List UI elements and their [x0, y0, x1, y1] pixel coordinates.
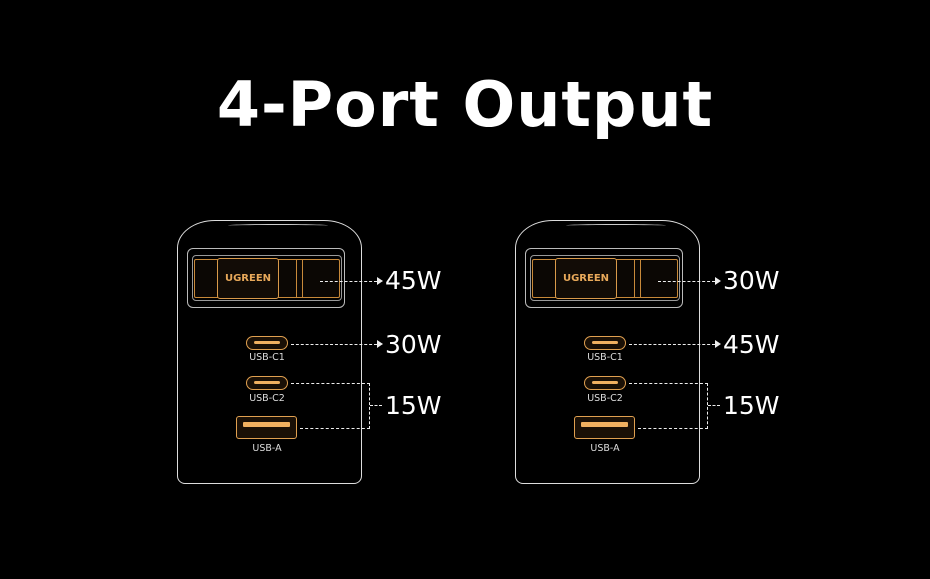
cable-slot-inner — [192, 255, 342, 301]
dotted-line-a — [300, 428, 370, 429]
cable-segment — [615, 259, 635, 298]
usb-c1-label: USB-C1 — [587, 352, 623, 363]
dotted-bracket — [707, 383, 708, 429]
cable-slot — [525, 248, 683, 308]
dotted-line-shared — [370, 405, 382, 406]
usb-c2-port — [584, 376, 626, 390]
cable-segment — [302, 259, 303, 298]
usb-c1-label: USB-C1 — [249, 352, 285, 363]
dotted-bracket — [369, 383, 370, 429]
cable-segment — [277, 259, 297, 298]
dotted-line-c2 — [629, 383, 708, 384]
dotted-line-c1 — [291, 344, 377, 345]
charger-top-edge — [566, 224, 666, 227]
usb-a-label: USB-A — [252, 443, 282, 454]
brand-plug: UGREEN — [217, 258, 279, 299]
arrow-icon — [377, 340, 383, 348]
cable-watt-label: 45W — [385, 266, 442, 295]
usb-c2-label: USB-C2 — [249, 393, 285, 404]
page-title: 4-Port Output — [216, 68, 714, 141]
cable-segment — [640, 259, 641, 298]
usb-a-port — [236, 416, 297, 439]
cable-slot-inner — [530, 255, 680, 301]
charger-top-edge — [228, 224, 328, 227]
dotted-line-c2 — [291, 383, 370, 384]
cable-slot — [187, 248, 345, 308]
usb-c1-port — [584, 336, 626, 350]
c1-watt-label: 30W — [385, 330, 442, 359]
dotted-line-cable — [658, 281, 715, 282]
dotted-line-a — [638, 428, 708, 429]
charger-diagram-right: UGREEN 30W USB-C1 45W USB-C2 USB-A 15W — [508, 215, 808, 490]
usb-c2-port — [246, 376, 288, 390]
charger-body — [177, 220, 362, 484]
shared-watt-label: 15W — [723, 391, 780, 420]
usb-a-label: USB-A — [590, 443, 620, 454]
arrow-icon — [715, 277, 721, 285]
c1-watt-label: 45W — [723, 330, 780, 359]
brand-plug: UGREEN — [555, 258, 617, 299]
cable-watt-label: 30W — [723, 266, 780, 295]
dotted-line-shared — [708, 405, 720, 406]
charger-diagram-left: UGREEN 45W USB-C1 30W USB-C2 USB-A 15W — [170, 215, 470, 490]
shared-watt-label: 15W — [385, 391, 442, 420]
arrow-icon — [715, 340, 721, 348]
dotted-line-cable — [320, 281, 377, 282]
usb-c1-port — [246, 336, 288, 350]
arrow-icon — [377, 277, 383, 285]
dotted-line-c1 — [629, 344, 715, 345]
usb-c2-label: USB-C2 — [587, 393, 623, 404]
usb-a-port — [574, 416, 635, 439]
charger-body — [515, 220, 700, 484]
